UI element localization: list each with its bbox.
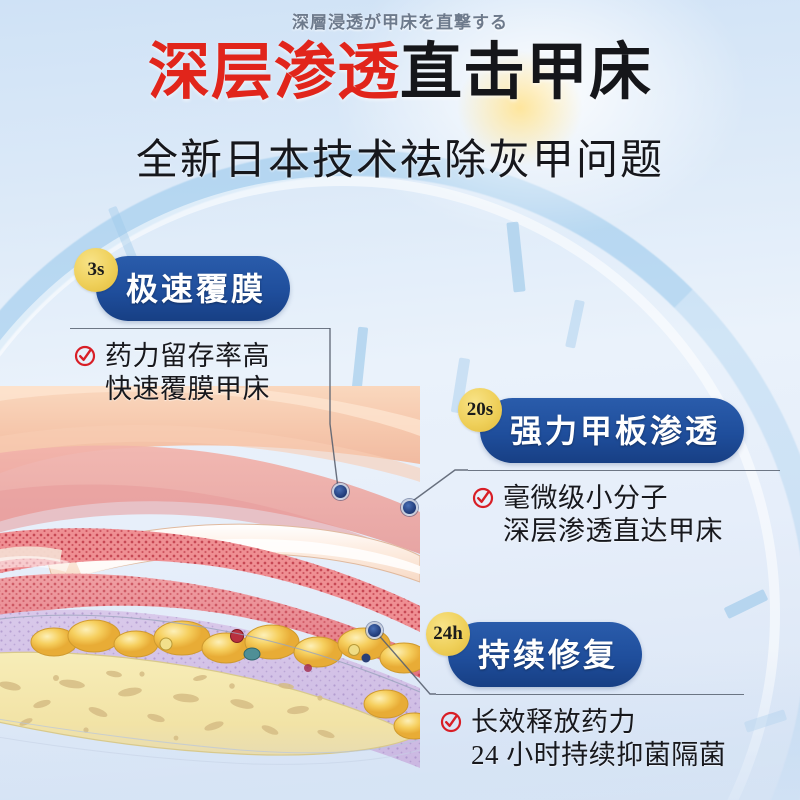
brush-stroke [565, 299, 585, 349]
page-subtitle: 全新日本技术祛除灰甲问题 [135, 138, 664, 184]
callout-1-rule [70, 328, 330, 329]
callout-plate-penetration: 20s 强力甲板渗透 [452, 388, 745, 463]
callout-3-text: 长效释放药力 24 小时持续抑菌隔菌 [471, 706, 726, 772]
callout-1-title: 极速覆膜 [96, 256, 291, 321]
callout-rapid-film: 3s 极速覆膜 [68, 248, 291, 321]
callout-1-text: 药力留存率高 快速覆膜甲床 [105, 340, 270, 406]
callout-1-bullet: 药力留存率高 快速覆膜甲床 [74, 340, 270, 406]
brush-stroke [351, 326, 369, 390]
top-glow [330, 0, 750, 240]
check-circle-icon [74, 345, 96, 372]
callout-2-bullet: 毫微级小分子 深层渗透直达甲床 [472, 482, 723, 548]
callout-1-line-1: 药力留存率高 [105, 341, 270, 371]
time-chip-20s: 20s [458, 388, 502, 432]
brush-stroke [743, 709, 788, 733]
callout-3-title: 持续修复 [448, 622, 643, 687]
callout-2-title: 强力甲板渗透 [480, 398, 745, 463]
callout-1-line-2: 快速覆膜甲床 [105, 373, 270, 404]
japanese-tagline: 深層浸透が甲床を直撃する [292, 13, 508, 32]
callout-3-line-1: 长效释放药力 [471, 707, 636, 737]
anchor-node-nail-bed [401, 499, 418, 516]
anchor-node-deep-tissue [366, 622, 383, 639]
anchor-node-nail-plate [332, 483, 349, 500]
callout-2-pill-wrap: 20s 强力甲板渗透 [452, 388, 745, 463]
callout-1-pill-wrap: 3s 极速覆膜 [68, 248, 291, 321]
callout-sustained-repair: 24h 持续修复 [420, 612, 643, 687]
callout-2-line-1: 毫微级小分子 [503, 483, 668, 513]
check-circle-icon [440, 711, 462, 738]
brush-stroke [723, 588, 769, 620]
time-chip-24h: 24h [426, 612, 470, 656]
callout-3-bullet: 长效释放药力 24 小时持续抑菌隔菌 [440, 706, 726, 772]
page-title-black: 直击甲床 [400, 39, 653, 107]
page-title: 深层渗透直击甲床 [0, 39, 800, 107]
time-chip-3s: 3s [74, 248, 118, 292]
brush-stroke [506, 221, 526, 293]
callout-3-line-2: 24 小时持续抑菌隔菌 [471, 739, 727, 770]
page-title-red: 深层渗透 [147, 39, 400, 107]
callout-3-pill-wrap: 24h 持续修复 [420, 612, 643, 687]
nail-cross-section-illustration [0, 386, 420, 800]
callout-2-rule [468, 470, 780, 471]
callout-2-text: 毫微级小分子 深层渗透直达甲床 [503, 482, 723, 548]
check-circle-icon [472, 487, 494, 514]
callout-2-line-2: 深层渗透直达甲床 [503, 515, 723, 546]
callout-3-rule [436, 694, 744, 695]
